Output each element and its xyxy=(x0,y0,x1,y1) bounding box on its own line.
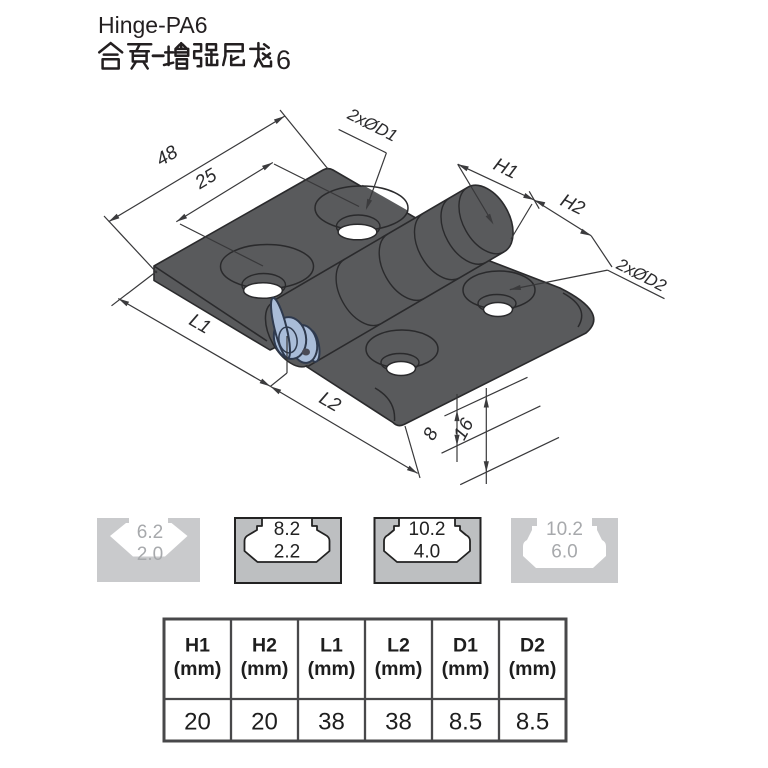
svg-text:8.5: 8.5 xyxy=(449,709,482,736)
svg-text:D2: D2 xyxy=(520,635,545,657)
svg-text:L1: L1 xyxy=(320,635,343,657)
svg-text:8: 8 xyxy=(419,424,443,444)
svg-text:4.0: 4.0 xyxy=(414,542,440,563)
svg-text:(mm): (mm) xyxy=(174,658,222,680)
svg-text:L2: L2 xyxy=(315,388,344,417)
svg-text:D1: D1 xyxy=(453,635,478,657)
svg-text:(mm): (mm) xyxy=(241,658,289,680)
svg-text:(mm): (mm) xyxy=(375,658,423,680)
svg-text:16: 16 xyxy=(450,415,479,444)
svg-text:48: 48 xyxy=(153,142,182,171)
svg-text:6.2: 6.2 xyxy=(137,522,163,543)
svg-text:10.2: 10.2 xyxy=(546,519,583,540)
svg-text:10.2: 10.2 xyxy=(409,519,446,540)
svg-text:8.5: 8.5 xyxy=(516,709,549,736)
svg-text:2.2: 2.2 xyxy=(274,542,300,563)
svg-text:6: 6 xyxy=(276,45,291,75)
svg-text:(mm): (mm) xyxy=(509,658,557,680)
svg-text:2.0: 2.0 xyxy=(137,544,163,565)
svg-text:38: 38 xyxy=(318,709,345,736)
svg-text:Hinge-PA6: Hinge-PA6 xyxy=(98,12,208,38)
svg-text:2xØD1: 2xØD1 xyxy=(344,104,401,145)
svg-text:H2: H2 xyxy=(252,635,277,657)
svg-text:(mm): (mm) xyxy=(442,658,490,680)
svg-text:H2: H2 xyxy=(557,190,588,220)
svg-text:H1: H1 xyxy=(185,635,210,657)
svg-text:H1: H1 xyxy=(490,154,521,184)
svg-text:6.0: 6.0 xyxy=(551,542,577,563)
svg-text:20: 20 xyxy=(184,709,211,736)
svg-text:20: 20 xyxy=(251,709,278,736)
svg-text:2xØD2: 2xØD2 xyxy=(613,254,670,296)
svg-text:(mm): (mm) xyxy=(308,658,356,680)
svg-text:8.2: 8.2 xyxy=(274,519,300,540)
svg-text:38: 38 xyxy=(385,709,412,736)
svg-text:L2: L2 xyxy=(387,635,410,657)
